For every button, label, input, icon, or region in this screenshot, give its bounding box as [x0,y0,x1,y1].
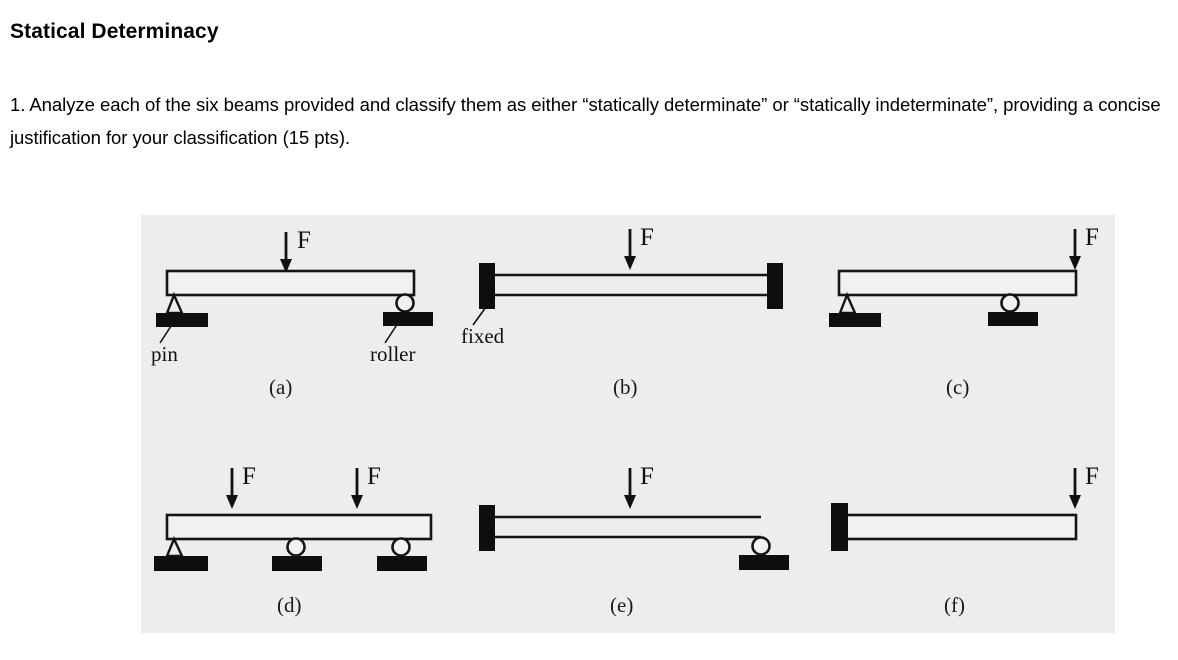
force-label-b-1: F [640,224,654,251]
leader-line-roller-a [384,322,399,344]
support-fixed-b-left [479,263,495,309]
support-fixed-e [479,505,495,551]
beam-caption-a: (a) [269,375,292,399]
force-arrow-d-1 [226,468,238,509]
support-roller-c [988,293,1038,326]
support-pin-d [154,536,208,571]
beam-caption-b: (b) [613,375,638,399]
support-roller-d-1 [272,537,322,571]
support-label-fixed-b: fixed [461,324,505,348]
force-label-a-1: F [297,227,311,254]
force-label-f-1: F [1085,463,1099,490]
force-arrow-d-2 [351,468,363,509]
beam-body-f [839,513,1078,541]
beam-caption-d: (d) [277,593,302,617]
force-label-e-1: F [640,463,654,490]
beam-diagram-f: F (f) [831,463,1099,617]
beam-caption-f: (f) [944,593,965,617]
beam-body-a [165,269,416,297]
beam-diagram-c: F (c) [829,224,1099,399]
support-pin-c [829,291,881,327]
beam-diagram-e: F (e) [479,463,789,617]
beam-body-c [837,269,1078,297]
page-title: Statical Determinacy [10,20,219,44]
force-arrow-f-1 [1069,468,1081,509]
beam-body-d [165,513,433,541]
support-roller-d-2 [377,537,427,571]
force-arrow-a-1 [280,232,292,273]
beam-diagram-a: F pin roller (a) [151,227,433,399]
support-roller-a [383,293,433,326]
support-pin-a [156,291,208,327]
beam-caption-c: (c) [946,375,969,399]
beam-caption-e: (e) [610,593,633,617]
force-label-d-2: F [367,463,381,490]
leader-line-fixed-b [472,306,487,326]
force-label-d-1: F [242,463,256,490]
beam-body-b [492,273,770,297]
leader-line-pin-a [159,322,174,344]
support-label-pin-a: pin [151,342,178,366]
question-prompt-text: 1. Analyze each of the six beams provide… [10,93,1161,148]
beam-figure-panel: F pin roller (a) [141,215,1115,633]
force-arrow-b-1 [624,229,636,270]
beam-diagram-d: F F (d) [154,463,433,617]
support-fixed-b-right [767,263,783,309]
support-fixed-f [831,503,848,551]
force-arrow-e-1 [624,468,636,509]
force-arrow-c-1 [1069,229,1081,270]
beam-body-e [492,515,761,539]
support-label-roller-a: roller [370,342,415,366]
support-roller-e [739,536,789,570]
force-label-c-1: F [1085,224,1099,251]
beam-diagram-b: F fixed (b) [461,224,783,399]
